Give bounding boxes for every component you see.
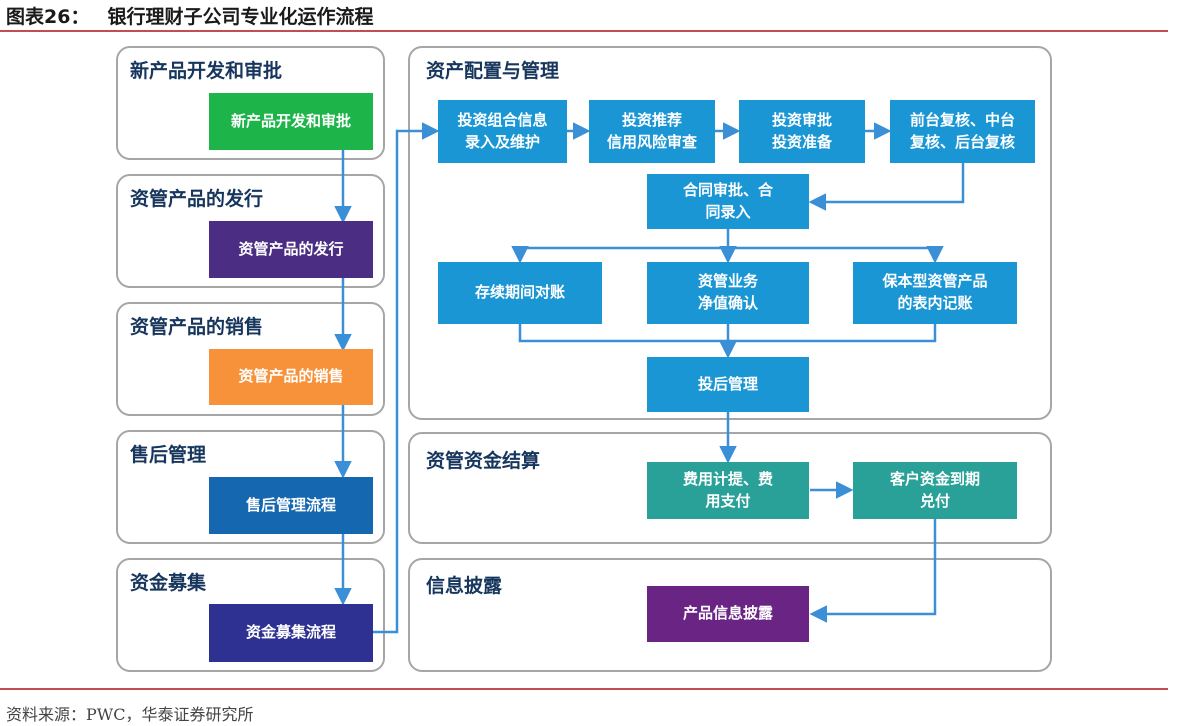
- box-post-investment: 投后管理: [647, 357, 809, 412]
- panel-title-settlement: 资管资金结算: [426, 450, 541, 472]
- footer-rule: [0, 688, 1168, 690]
- panel-title-issuance: 资管产品的发行: [130, 188, 264, 210]
- box-nav-confirm: 资管业务 净值确认: [647, 262, 809, 324]
- box-three-reviews: 前台复核、中台 复核、后台复核: [890, 100, 1035, 163]
- panel-title-after-sales: 售后管理: [130, 444, 207, 466]
- box-sales: 资管产品的销售: [209, 349, 373, 405]
- box-product-disclosure: 产品信息披露: [647, 586, 809, 642]
- panel-title-sales: 资管产品的销售: [130, 316, 264, 338]
- figure-label: 图表26：: [6, 6, 90, 28]
- panel-title-disclosure: 信息披露: [426, 575, 503, 597]
- arrow-fundraising-to-allocation: [373, 122, 440, 634]
- box-approval-prep: 投资审批 投资准备: [739, 100, 865, 163]
- box-fundraising: 资金募集流程: [209, 604, 373, 662]
- box-portfolio-entry: 投资组合信息 录入及维护: [438, 100, 567, 163]
- panel-title-asset-allocation: 资产配置与管理: [426, 60, 560, 82]
- panel-title-fundraising: 资金募集: [130, 572, 207, 594]
- box-new-product: 新产品开发和审批: [209, 93, 373, 150]
- source-note: 资料来源：PWC，华泰证券研究所: [6, 705, 254, 724]
- box-issuance: 资管产品的发行: [209, 221, 373, 278]
- arrow-redeem-to-disclosure: [809, 519, 937, 623]
- figure-header: 图表26： 银行理财子公司专业化运作流程: [6, 2, 373, 29]
- panel-title-new-product: 新产品开发和审批: [130, 60, 283, 82]
- figure-title: 银行理财子公司专业化运作流程: [107, 6, 374, 28]
- box-fee-payment: 费用计提、费 用支付: [647, 462, 809, 519]
- box-reconciliation: 存续期间对账: [438, 262, 602, 324]
- box-onbalance-booking: 保本型资管产品 的表内记账: [853, 262, 1017, 324]
- box-recommend-credit: 投资推荐 信用风险审查: [589, 100, 715, 163]
- header-rule: [0, 30, 1168, 32]
- box-contract: 合同审批、合 同录入: [647, 174, 809, 229]
- box-redemption: 客户资金到期 兑付: [853, 462, 1017, 519]
- arrow-review-to-contract: [808, 163, 965, 211]
- box-after-sales: 售后管理流程: [209, 477, 373, 534]
